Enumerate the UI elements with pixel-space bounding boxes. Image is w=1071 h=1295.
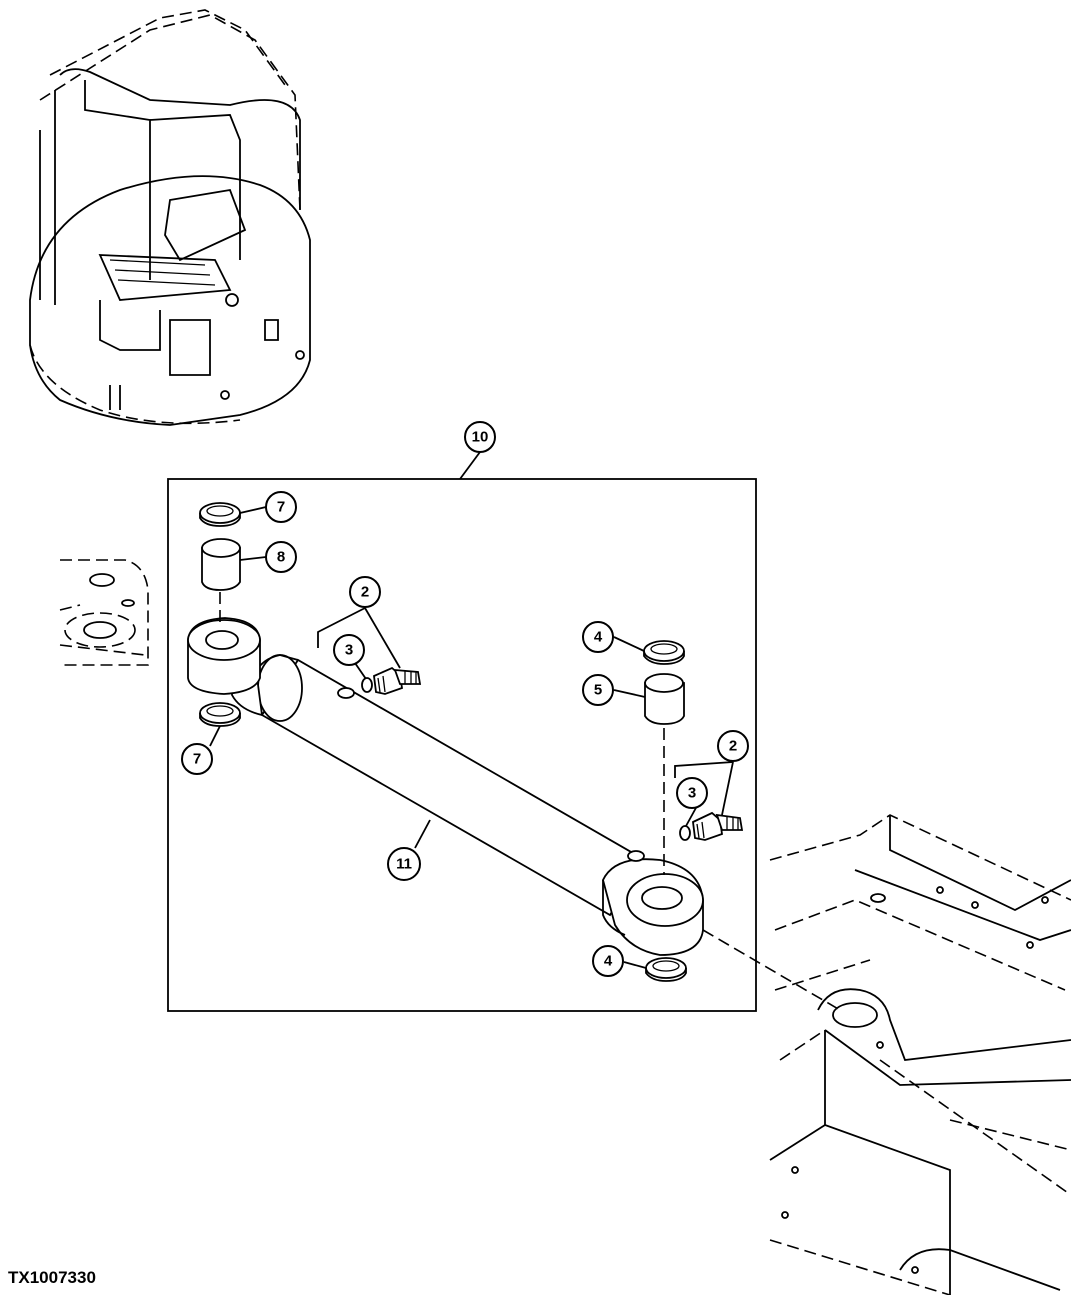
seal-ring-rod-lower bbox=[645, 957, 687, 982]
callout-8: 8 bbox=[265, 541, 297, 573]
callout-label-5: 5 bbox=[594, 682, 602, 699]
kit-boundary-box bbox=[167, 478, 757, 1012]
callout-10: 10 bbox=[464, 421, 496, 453]
callout-label-3-upper: 3 bbox=[345, 642, 353, 659]
callout-label-3-lower: 3 bbox=[688, 785, 696, 802]
callout-3-lower: 3 bbox=[676, 777, 708, 809]
upper-frame-phantom bbox=[769, 814, 1071, 1295]
callout-7-upper: 7 bbox=[265, 491, 297, 523]
bushing-rod bbox=[644, 673, 685, 725]
left-mounting-bracket-phantom bbox=[59, 559, 149, 666]
hydraulic-cylinder bbox=[187, 617, 704, 956]
callout-label-7-lower: 7 bbox=[193, 751, 201, 768]
callout-label-10: 10 bbox=[472, 429, 489, 446]
elbow-fitting-lower bbox=[679, 811, 744, 841]
leader-lines bbox=[209, 506, 734, 969]
callout-label-4-upper: 4 bbox=[594, 629, 603, 646]
callout-4-upper: 4 bbox=[582, 621, 614, 653]
elbow-fitting-upper bbox=[361, 666, 422, 695]
callout-label-8: 8 bbox=[277, 549, 285, 566]
callout-7-lower: 7 bbox=[181, 743, 213, 775]
bushing-upper bbox=[201, 538, 241, 591]
excavator-cab-phantom bbox=[29, 9, 311, 426]
seal-ring-lower bbox=[199, 702, 241, 727]
callout-label-4-lower: 4 bbox=[604, 953, 613, 970]
callout-label-11: 11 bbox=[396, 856, 412, 873]
callout-5: 5 bbox=[582, 674, 614, 706]
callout-11: 11 bbox=[387, 847, 421, 881]
seal-ring-upper bbox=[199, 502, 241, 527]
callout-label-2-lower: 2 bbox=[729, 738, 737, 755]
figure-id: TX1007330 bbox=[8, 1268, 96, 1287]
callout-3-upper: 3 bbox=[333, 634, 365, 666]
callout-label-2-upper: 2 bbox=[361, 584, 369, 601]
callout-2-upper: 2 bbox=[349, 576, 381, 608]
callout-2-lower: 2 bbox=[717, 730, 749, 762]
callout-label-7-upper: 7 bbox=[277, 499, 285, 516]
seal-ring-rod-upper bbox=[643, 640, 685, 665]
callout-4-lower: 4 bbox=[592, 945, 624, 977]
